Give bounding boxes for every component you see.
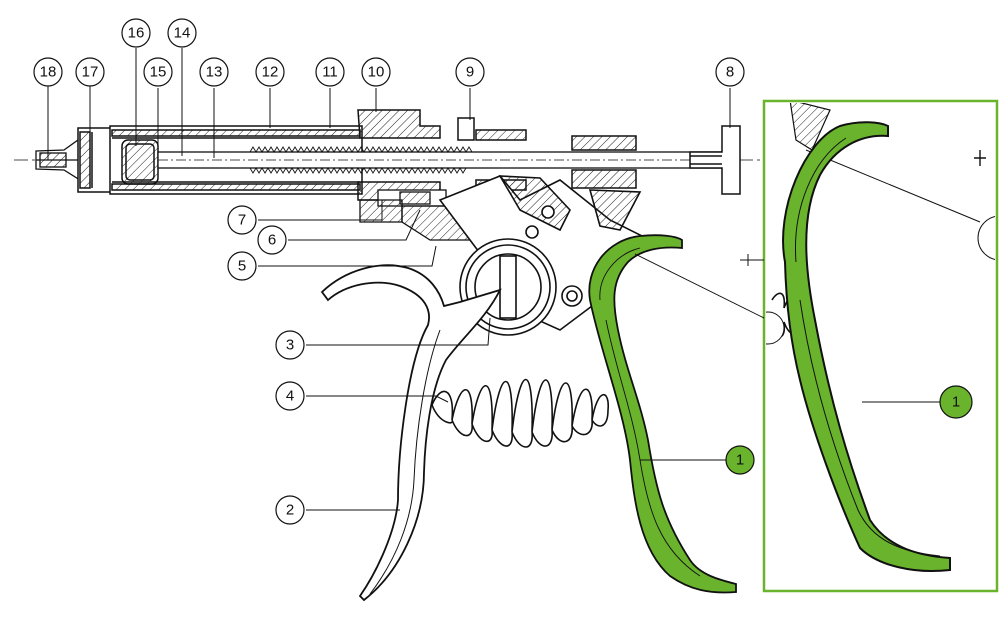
svg-text:11: 11 [322, 64, 338, 81]
detail-view [766, 103, 995, 572]
piston-rod [157, 151, 739, 169]
piston-seal [121, 139, 159, 185]
svg-text:10: 10 [368, 64, 385, 81]
spring [431, 379, 609, 448]
callout-8: 8 [715, 57, 745, 87]
svg-text:15: 15 [150, 64, 167, 81]
callout-4: 4 [275, 381, 305, 411]
leader-lines [47, 48, 765, 511]
thread-section [249, 146, 473, 174]
svg-text:3: 3 [286, 337, 294, 354]
callout-14: 14 [167, 18, 197, 48]
svg-text:1: 1 [736, 452, 744, 469]
svg-text:2: 2 [286, 502, 294, 519]
callout-1-detail: 1 [939, 385, 973, 419]
fixed-grip-inner [369, 329, 441, 595]
callout-1: 1 [725, 445, 755, 475]
front-cap [77, 127, 113, 193]
callout-11: 11 [315, 57, 345, 87]
svg-text:6: 6 [268, 232, 276, 249]
trigger-handle [588, 234, 737, 594]
callout-17: 17 [75, 57, 105, 87]
callout-2: 2 [275, 495, 305, 525]
callout-7: 7 [227, 205, 257, 235]
callout-3: 3 [275, 330, 305, 360]
svg-text:16: 16 [128, 25, 145, 42]
svg-text:14: 14 [174, 25, 191, 42]
svg-text:1: 1 [952, 394, 960, 411]
svg-text:18: 18 [40, 64, 57, 81]
svg-text:7: 7 [238, 212, 246, 229]
trigger-handle-detail [782, 121, 951, 572]
svg-text:8: 8 [726, 64, 734, 81]
svg-text:13: 13 [206, 64, 223, 81]
svg-text:9: 9 [466, 64, 474, 81]
callout-6: 6 [257, 225, 287, 255]
callout-5: 5 [227, 251, 257, 281]
callout-16: 16 [121, 18, 151, 48]
svg-text:12: 12 [262, 64, 279, 81]
trigger-inner-line [599, 247, 701, 577]
svg-text:4: 4 [286, 388, 294, 405]
rod-handle [689, 125, 741, 195]
svg-text:17: 17 [82, 64, 99, 81]
svg-text:5: 5 [238, 258, 246, 275]
callout-18: 18 [33, 57, 63, 87]
callout-13: 13 [199, 57, 229, 87]
callout-15: 15 [143, 57, 173, 87]
callout-12: 12 [255, 57, 285, 87]
callout-9: 9 [455, 57, 485, 87]
fixed-grip [320, 264, 502, 602]
nozzle-tip [35, 138, 81, 182]
callout-10: 10 [361, 57, 391, 87]
